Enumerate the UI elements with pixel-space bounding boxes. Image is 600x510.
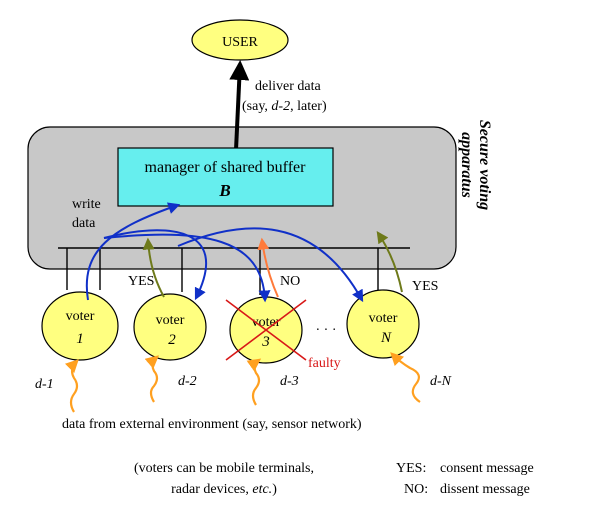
- yes-label-left: YES: [128, 274, 154, 289]
- manager-label: manager of shared buffer: [145, 159, 307, 176]
- buffer-label: B: [218, 181, 230, 200]
- data-label-d-3: d-3: [280, 374, 299, 389]
- voter-1-label: voter: [66, 309, 95, 324]
- yes-arrow-voter-2: [142, 237, 165, 298]
- data-label-d-2: d-2: [178, 374, 197, 389]
- legend-no-key: NO:: [404, 482, 428, 497]
- data-input-voter-2: [144, 355, 160, 403]
- data-label-d-1: d-1: [35, 377, 54, 392]
- voter-2-index: 2: [168, 332, 176, 348]
- legend-yes-key: YES:: [396, 461, 426, 476]
- write-data-label-line1: write: [72, 197, 101, 212]
- footnote-line2: radar devices, etc.): [171, 482, 277, 497]
- data-label-d-n: d-N: [430, 374, 452, 389]
- deliver-data-arrow: [229, 60, 250, 151]
- user-node: [191, 19, 289, 61]
- write-data-label-line2: data: [72, 216, 96, 231]
- apparatus-title-line1: Secure voting: [476, 120, 493, 210]
- apparatus-title-line2: apparatus: [458, 132, 475, 198]
- environment-caption: data from external environment (say, sen…: [62, 417, 362, 432]
- manager-of-shared-buffer: [117, 147, 334, 207]
- voter-2-label: voter: [156, 313, 185, 328]
- voter-1-node: [41, 291, 119, 361]
- legend-no-desc: dissent message: [440, 482, 530, 497]
- yes-label-right: YES: [412, 279, 438, 294]
- deliver-data-detail: (say, d-2, later): [242, 99, 327, 114]
- no-label: NO: [280, 274, 300, 289]
- write-arrow-to-buffer: [85, 202, 181, 301]
- data-input-voter-n: [390, 352, 421, 403]
- voter-n-label: voter: [369, 311, 398, 326]
- data-input-voter-3: [246, 358, 262, 406]
- no-arrow-voter-3: [257, 237, 279, 298]
- data-input-voter-1: [64, 359, 79, 413]
- voter-3-index: 3: [261, 334, 270, 350]
- faulty-label: faulty: [308, 356, 341, 371]
- user-label: USER: [222, 35, 258, 50]
- write-arrow-to-voter-n: [177, 227, 364, 303]
- voter-3-label: voter: [252, 315, 281, 330]
- voter-ellipsis: · · ·: [316, 323, 337, 338]
- yes-arrow-voter-n: [376, 231, 403, 293]
- write-arrow-to-voter-3: [103, 233, 271, 303]
- faulty-cross-2: [225, 299, 307, 361]
- voter-n-index: N: [380, 330, 392, 346]
- deliver-data-label: deliver data: [255, 79, 321, 94]
- legend-yes-desc: consent message: [440, 461, 534, 476]
- voter-2-node: [133, 293, 207, 361]
- voter-n-node: [346, 289, 420, 359]
- voter-1-index: 1: [76, 331, 84, 347]
- footnote-line1: (voters can be mobile terminals,: [134, 461, 314, 476]
